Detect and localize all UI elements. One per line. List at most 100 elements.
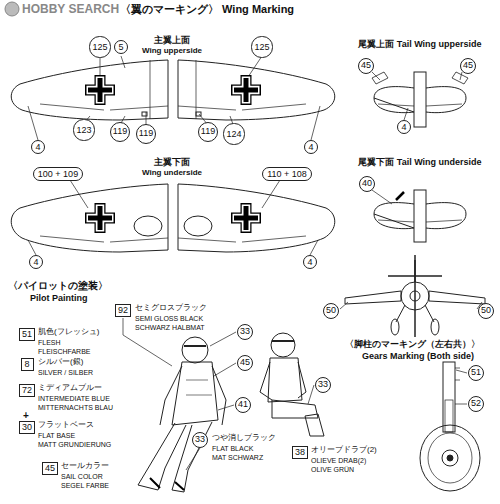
pilot-figure-standing: [186, 380, 212, 395]
wing-underside: [134, 216, 162, 236]
callout-number: 124: [223, 123, 244, 144]
callout-text: 50: [481, 306, 491, 315]
label-text: FLAT BLACK: [212, 445, 253, 452]
callout-text: 45: [45, 464, 55, 473]
callout-number: 123: [73, 119, 94, 140]
callout-number: 45: [358, 58, 374, 74]
pilot-figure-seated: [272, 340, 294, 342]
label-text: MITTERNACHTS BLAU: [38, 404, 113, 411]
label-text: オリーブドラブ(2): [311, 446, 377, 454]
watermark-logo: [5, 2, 19, 16]
tail-underside: [374, 203, 466, 229]
front-view: [396, 305, 434, 322]
leader-line: [186, 332, 314, 470]
callout-text: 125: [92, 43, 107, 52]
wing-underside: [184, 216, 212, 236]
callout-text: 41: [238, 400, 248, 409]
leader-line: [340, 302, 482, 404]
label-text: FLESH: [38, 339, 61, 346]
callout-text: 33: [195, 435, 205, 444]
label-text: 主翼上面: [154, 36, 190, 45]
label-text: 肌色(フレッシュ): [38, 328, 99, 336]
callout-text: 4: [35, 143, 40, 152]
callout-number: 41: [235, 397, 251, 413]
callout-number: 100 + 109: [33, 167, 83, 181]
landing-gear: [420, 362, 480, 491]
callout-number: 4: [31, 140, 45, 154]
landing-gear: [445, 400, 453, 432]
callout-number: 50: [478, 303, 494, 319]
section-title: 〈翼のマーキング〉 Wing Marking: [120, 4, 294, 15]
callout-text: 45: [463, 61, 473, 70]
label-text: 主翼下面: [154, 158, 190, 167]
tail-upperside: [414, 72, 426, 127]
tail-underside: [374, 190, 466, 242]
front-view: [345, 255, 485, 337]
label-text: OLIVE GRÜN: [311, 466, 354, 473]
label-text: SCHWARZ HALBMAT: [135, 324, 205, 331]
label-text: SEGEL FARBE: [61, 482, 109, 489]
callout-number: 4: [303, 255, 317, 269]
cross-marking: [244, 206, 249, 230]
watermark-logo: [5, 2, 19, 16]
wing-upperside: [11, 60, 168, 120]
label-text: つや消しブラック: [212, 434, 276, 442]
landing-gear: [455, 368, 460, 380]
callout-text: 38: [295, 448, 305, 457]
label-text: セミグロスブラック: [135, 304, 207, 312]
pilot-figure-standing: [172, 422, 212, 492]
callout-number: 119: [136, 124, 156, 144]
callout-number: 33: [237, 324, 253, 340]
label-text: Wing upperside: [142, 47, 202, 55]
callout-text: 100 + 109: [38, 170, 78, 179]
callout-number: 4: [397, 120, 411, 134]
callout-number: 5: [114, 40, 128, 54]
cross-marking: [231, 203, 261, 233]
wing-upperside: [178, 60, 335, 120]
label-text: SEMI GLOSS BLACK: [135, 315, 203, 322]
tail-upperside: [372, 72, 468, 127]
label-text: Wing underside: [142, 169, 202, 177]
callout-text: 4: [308, 143, 313, 152]
label-text: FLAT BASE: [38, 432, 75, 439]
callout-text: 50: [326, 306, 336, 315]
callout-number: 51: [468, 365, 484, 381]
label-text: MAT SCHWARZ: [212, 454, 263, 461]
cross-marking: [231, 75, 261, 105]
callout-number: 45: [237, 355, 253, 371]
pilot-figure-standing: [184, 345, 206, 347]
label-text: 〈パイロットの塗装〉: [8, 281, 108, 291]
wing-underside: [178, 184, 335, 252]
callout-text: 125: [254, 43, 269, 52]
leader-line: [28, 180, 392, 255]
pilot-figure-seated: [305, 414, 324, 436]
leader-line: [372, 72, 462, 120]
callout-text: 52: [471, 399, 481, 408]
callout-text: 45: [361, 61, 371, 70]
wing-upperside: [178, 60, 306, 119]
cross-marking: [98, 206, 103, 230]
cross-marking: [98, 78, 103, 102]
label-text: INTERMEDIATE BLUE: [38, 395, 110, 402]
paint-number: 38: [292, 446, 307, 459]
callout-number: 119: [198, 122, 218, 142]
landing-gear: [447, 455, 453, 461]
paint-number: 92: [115, 304, 130, 317]
callout-number: 52: [468, 396, 484, 412]
pilot-figure-standing: [150, 478, 184, 490]
tail-underside: [414, 190, 426, 242]
label-text: MATT GRUNDIERUNG: [38, 441, 111, 448]
pilot-figure-seated: [260, 362, 306, 400]
wing-upperside: [40, 60, 168, 119]
callout-text: 72: [22, 386, 32, 395]
landing-gear: [443, 362, 455, 432]
callout-text: 4: [307, 258, 312, 267]
callout-number: 33: [315, 377, 331, 393]
tail-upperside: [378, 104, 462, 106]
callout-text: 51: [471, 368, 481, 377]
callout-text: 40: [362, 179, 372, 188]
pilot-figure-seated: [271, 333, 295, 357]
callout-number: 50: [323, 303, 339, 319]
tail-underside: [396, 192, 404, 200]
